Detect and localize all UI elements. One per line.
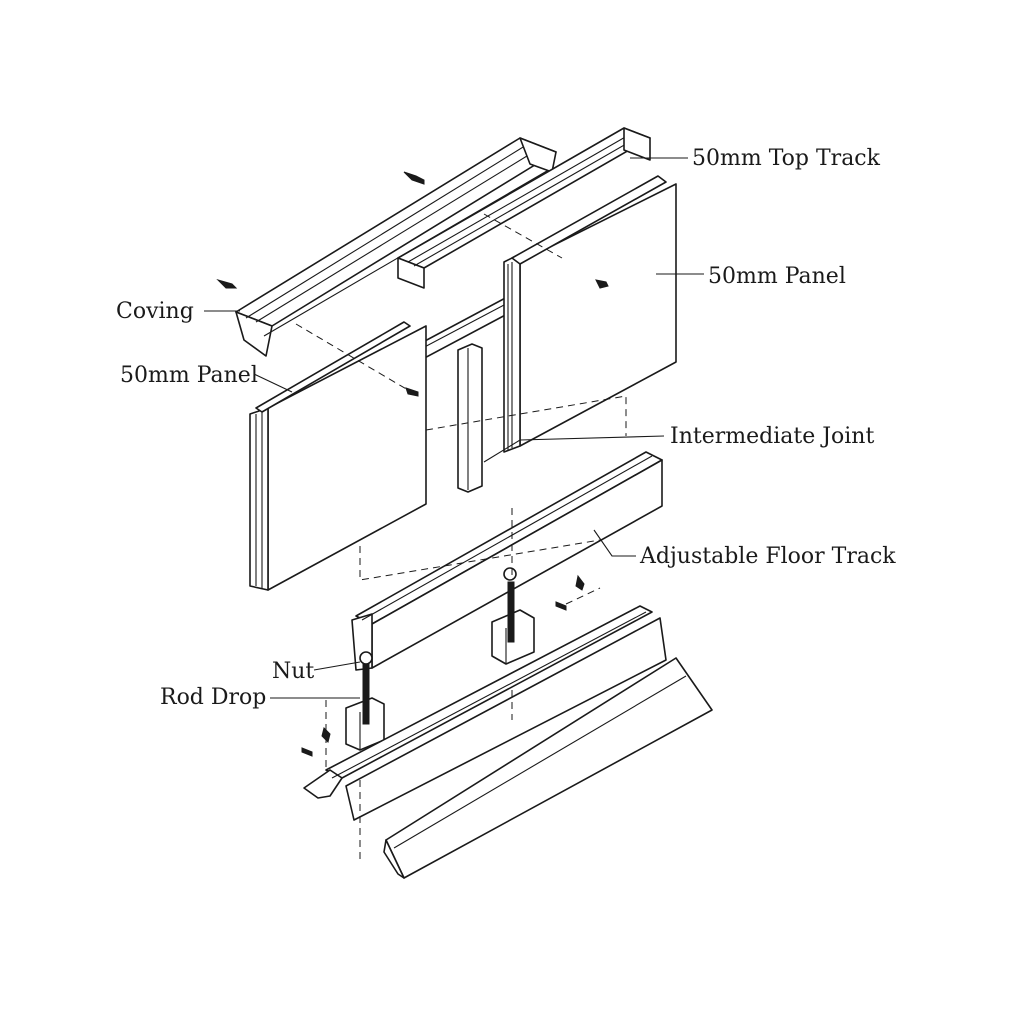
top-track — [397, 127, 651, 289]
nut — [359, 567, 517, 665]
labels: 50mm Top Track 50mm Panel Coving 50mm Pa… — [116, 146, 896, 710]
floor-track — [351, 451, 663, 671]
assembly-guides — [295, 213, 627, 860]
panel-right — [503, 175, 677, 453]
intermediate-joint — [457, 343, 483, 493]
label-nut: Nut — [272, 659, 314, 684]
label-panel-left: 50mm Panel — [120, 363, 258, 388]
leader-lines — [204, 157, 704, 699]
screw-icon — [216, 171, 609, 757]
panel-left — [249, 321, 427, 591]
label-rod-drop: Rod Drop — [160, 685, 266, 710]
bottom-coving — [383, 657, 713, 879]
label-coving: Coving — [116, 299, 194, 324]
label-floor-track: Adjustable Floor Track — [639, 544, 896, 569]
label-top-track: 50mm Top Track — [692, 146, 881, 171]
label-panel-right: 50mm Panel — [708, 264, 846, 289]
floor-channel — [303, 605, 667, 821]
top-coving-rear — [235, 137, 557, 357]
label-intermediate-joint: Intermediate Joint — [670, 424, 874, 449]
